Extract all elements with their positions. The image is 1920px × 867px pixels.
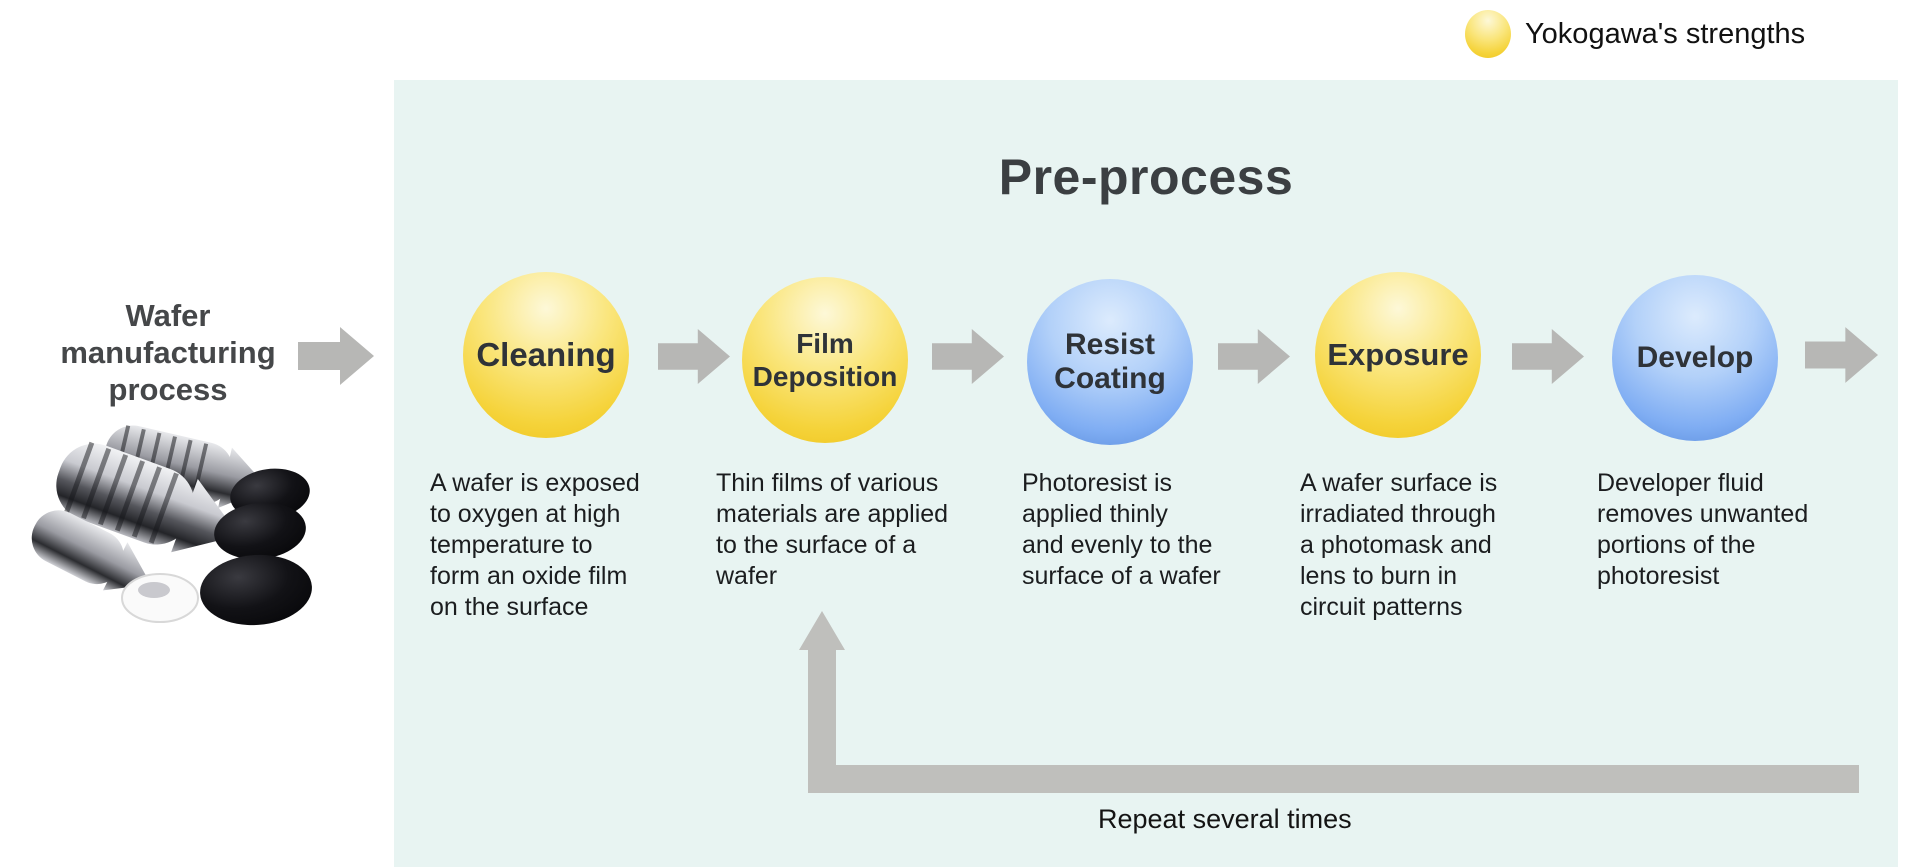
step-label: Film Deposition: [752, 328, 898, 392]
desc-develop: Developer fluid removes unwanted portion…: [1597, 469, 1809, 590]
desc-cleaning: A wafer is exposed to oxygen at high tem…: [430, 469, 640, 621]
step-label: Cleaning: [476, 336, 616, 373]
yellow-strength-dot-icon: [1465, 10, 1511, 58]
step-circle-resist-coating: Resist Coating: [1027, 279, 1193, 445]
pre-process-panel: Pre-process: [394, 80, 1898, 867]
step-circle-develop: Develop: [1612, 275, 1778, 441]
legend-label: Yokogawa's strengths: [1525, 17, 1806, 50]
wafer-manufacturing-label: Wafer manufacturing process: [60, 298, 276, 407]
desc-film-deposition: Thin films of various materials are appl…: [716, 469, 949, 590]
desc-resist-coating: Photoresist is applied thinly and evenly…: [1022, 469, 1221, 590]
arrow-develop-to-next-icon: [1805, 327, 1878, 383]
step-circle-film-deposition: Film Deposition: [742, 277, 908, 443]
step-label: Develop: [1636, 341, 1754, 374]
repeat-loop-arrow-icon: [799, 611, 1859, 793]
desc-exposure: A wafer surface is irradiated through a …: [1300, 469, 1498, 621]
step-label: Exposure: [1327, 337, 1469, 372]
arrow-film-to-resist-icon: [932, 329, 1004, 384]
arrow-exposure-to-develop-icon: [1512, 329, 1584, 384]
arrow-cleaning-to-film-icon: [658, 329, 730, 384]
arrow-resist-to-exposure-icon: [1218, 329, 1290, 384]
step-circle-cleaning: Cleaning: [463, 272, 629, 438]
entry-arrow-icon: [298, 327, 374, 385]
legend: Yokogawa's strengths: [1465, 10, 1805, 58]
step-label: Resist Coating: [1054, 328, 1166, 395]
panel-title: Pre-process: [998, 149, 1294, 205]
step-circle-exposure: Exposure: [1315, 272, 1481, 438]
silicon-ingots-illustration: [31, 425, 312, 626]
repeat-label: Repeat several times: [1098, 804, 1352, 834]
